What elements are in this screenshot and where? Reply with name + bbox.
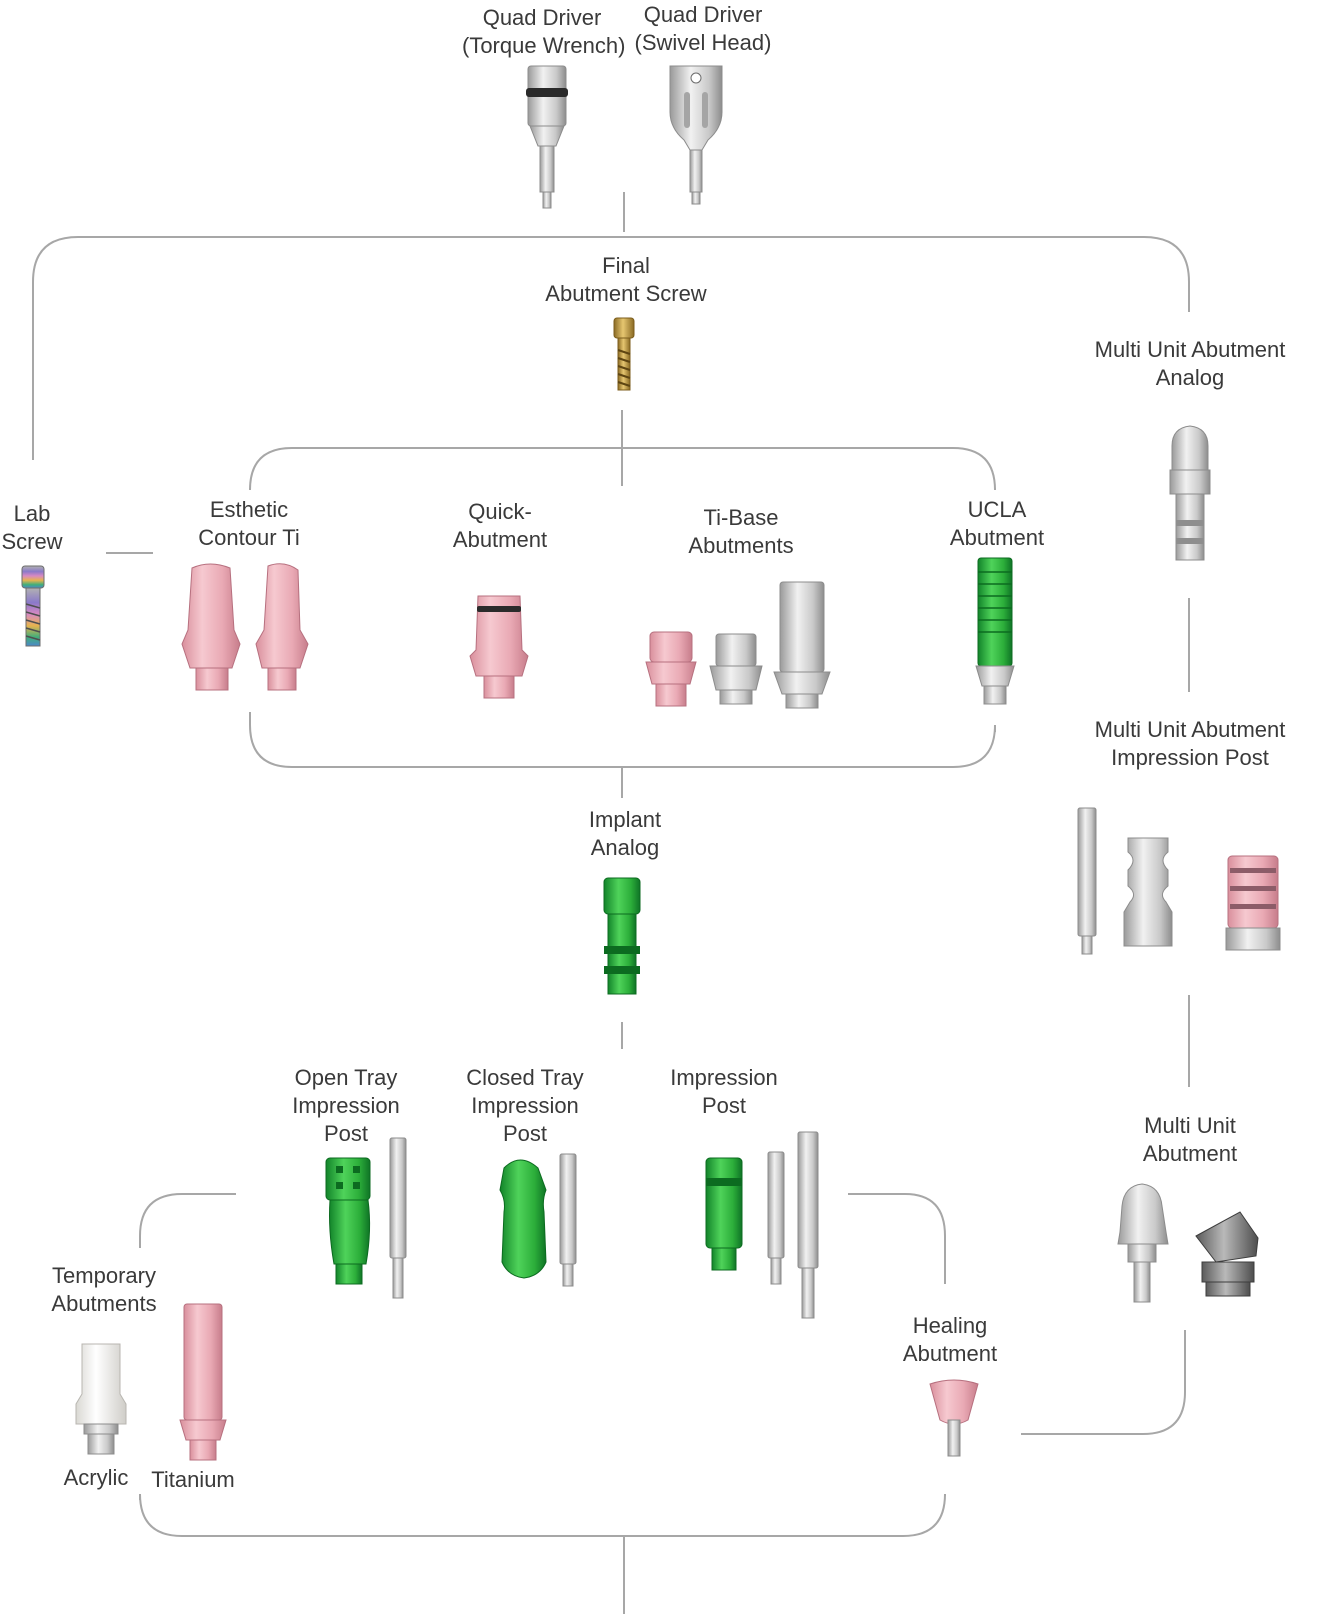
esthetic-contour-image: [181, 563, 309, 691]
open-tray-post-image: [325, 1137, 407, 1299]
impression-post-label: Impression Post: [670, 1065, 778, 1118]
mua-impression-post-image: [1077, 807, 1281, 955]
open-tray-label: Open Tray Impression Post: [292, 1065, 400, 1146]
top-bracket: [32, 236, 1190, 460]
healing-abutment-image: [929, 1379, 979, 1457]
titanium-label: Titanium: [151, 1467, 235, 1492]
esthetic-contour-label: Esthetic Contour Ti: [198, 497, 300, 550]
mua-analog-label: Multi Unit Abutment Analog: [1094, 337, 1286, 390]
lab-screw-image: [21, 565, 45, 647]
acrylic-label: Acrylic: [63, 1465, 129, 1490]
middle-top-bracket: [249, 447, 996, 491]
closed-tray-post-image: [499, 1153, 577, 1287]
mua-analog-image: [1169, 425, 1211, 561]
connector-lines: [32, 192, 1190, 1614]
healing-to-mua-bracket: [1021, 1330, 1186, 1435]
implant-analog-image: [603, 877, 641, 995]
ti-base-abutments-image: [645, 581, 831, 709]
middle-bottom-bracket: [249, 712, 996, 768]
temporary-bracket: [139, 1193, 236, 1248]
impression-post-image: [705, 1131, 819, 1319]
multi-unit-abutment-label: Multi Unit Abutment: [1142, 1113, 1238, 1166]
quad-driver-swivel-label: Quad Driver (Swivel Head): [634, 2, 772, 55]
closed-tray-label: Closed Tray Impression Post: [466, 1065, 584, 1146]
bottom-bracket: [139, 1493, 946, 1537]
quad-driver-swivel-image: [669, 65, 723, 205]
implant-analog-label: Implant Analog: [588, 807, 662, 860]
ti-base-label: Ti-Base Abutments: [688, 505, 794, 558]
ucla-abutment-image: [975, 557, 1015, 705]
temporary-titanium-image: [179, 1303, 227, 1461]
final-abutment-screw-label: Final Abutment Screw: [545, 253, 707, 306]
healing-abutment-label: Healing Abutment: [902, 1313, 998, 1366]
temporary-acrylic-image: [75, 1343, 127, 1455]
quick-abutment-label: Quick- Abutment: [452, 499, 548, 552]
mua-impression-post-label: Multi Unit Abutment Impression Post: [1094, 717, 1286, 770]
temporary-abutments-label: Temporary Abutments: [51, 1263, 157, 1316]
quick-abutment-image: [469, 595, 529, 699]
lab-screw-label: Lab Screw: [1, 501, 63, 554]
quad-driver-torque-label: Quad Driver (Torque Wrench): [462, 5, 626, 58]
quad-driver-torque-image: [526, 65, 568, 209]
impression-to-healing-bracket: [848, 1193, 946, 1284]
ucla-label: UCLA Abutment: [949, 497, 1045, 550]
final-abutment-screw-image: [613, 317, 635, 391]
multi-unit-abutment-image: [1117, 1183, 1259, 1303]
